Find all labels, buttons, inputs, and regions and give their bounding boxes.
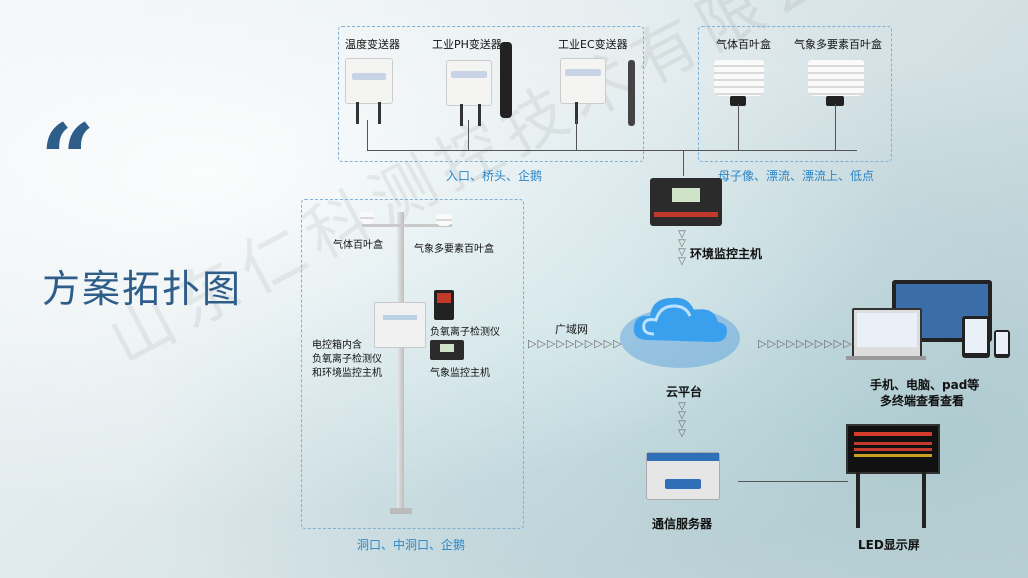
wan-arrows: ▷▷▷▷▷▷▷▷▷▷ — [528, 337, 623, 350]
drop-2 — [468, 120, 469, 150]
down-arrow-icon: ▽ — [678, 229, 686, 240]
led-screen-image — [846, 424, 940, 474]
laptop-base — [846, 356, 926, 360]
drop-4 — [738, 104, 739, 150]
down-arrow-icon: ▽ — [678, 256, 686, 267]
cloud-arrows: ▽ ▽ ▽ ▽ — [676, 401, 688, 439]
device-label-temp: 温度变送器 — [345, 38, 400, 51]
ec-cable — [575, 102, 578, 124]
weather-host-image — [430, 340, 464, 360]
drop-5 — [835, 104, 836, 150]
ph-transmitter-image — [446, 60, 492, 106]
down-arrow-icon: ▽ — [678, 428, 686, 439]
down-arrow-icon: ▽ — [678, 247, 686, 258]
weather-host-label: 气象监控主机 — [430, 368, 490, 379]
ec-probe-image — [628, 60, 635, 126]
neg-ion-label: 负氧离子检测仪 — [430, 327, 500, 338]
laptop-image — [852, 308, 922, 358]
server-led-line — [738, 481, 848, 482]
tablet-image — [962, 316, 990, 358]
weather-shield-image — [808, 60, 864, 96]
station-gas-shield-label: 气体百叶盒 — [333, 240, 383, 251]
cloud-label: 云平台 — [666, 385, 703, 399]
gas-shield-base — [730, 96, 746, 106]
drop-1 — [367, 120, 368, 150]
terminals-arrows: ▷▷▷▷▷▷▷▷▷▷▷ — [758, 337, 863, 350]
top-right-caption: 母子像、漂流、漂流上、低点 — [718, 169, 875, 183]
pole-base — [390, 508, 412, 514]
down-arrow-icon: ▽ — [678, 401, 686, 412]
pole-arm — [362, 224, 452, 227]
down-arrow-icon: ▽ — [678, 419, 686, 430]
comm-server-image — [646, 452, 720, 500]
top-right-group — [698, 26, 892, 162]
ec-transmitter-image — [560, 58, 606, 104]
comm-server-label: 通信服务器 — [652, 517, 713, 531]
ph-cable — [460, 104, 463, 126]
device-label-gas-shield: 气体百叶盒 — [716, 38, 771, 51]
cloud-platform-icon — [618, 276, 742, 372]
cabinet-label: 电控箱内含 负氧离子检测仪 和环境监控主机 — [312, 340, 382, 379]
quote-mark-icon: “ — [40, 103, 96, 216]
wan-label: 广域网 — [555, 323, 588, 336]
left-station-group — [301, 199, 524, 529]
phone-image — [994, 330, 1010, 358]
device-label-ph: 工业PH变送器 — [432, 38, 502, 51]
weather-shield-small-image — [436, 214, 452, 226]
page-title: 方案拓扑图 — [42, 267, 243, 311]
ph-probe-image — [500, 42, 512, 118]
weather-shield-base — [826, 96, 844, 106]
temp-transmitter-probe — [356, 102, 359, 124]
ph-cable2 — [478, 104, 481, 126]
top-left-group — [338, 26, 644, 162]
host-feed-line — [683, 150, 684, 176]
led-leg-left — [856, 472, 860, 528]
env-host-image — [650, 178, 722, 226]
drop-3 — [576, 120, 577, 150]
gas-shield-image — [714, 60, 764, 96]
down-arrow-icon: ▽ — [678, 238, 686, 249]
left-station-caption: 洞口、中洞口、企鹅 — [357, 538, 466, 552]
control-cabinet-image — [374, 302, 426, 348]
temp-transmitter-image — [345, 58, 393, 104]
env-host-arrows: ▽ ▽ ▽ ▽ — [676, 229, 688, 267]
env-host-label: 环境监控主机 — [690, 247, 763, 261]
terminals-label-2: 多终端查看查看 — [880, 394, 965, 408]
pole — [397, 212, 404, 512]
top-bus-line — [367, 150, 857, 151]
gas-shield-small-image — [360, 212, 374, 224]
led-leg-right — [922, 472, 926, 528]
station-weather-shield-label: 气象多要素百叶盒 — [414, 244, 494, 255]
top-left-caption: 入口、桥头、企鹅 — [446, 169, 543, 183]
terminals-label-1: 手机、电脑、pad等 — [870, 378, 980, 392]
temp-transmitter-probe2 — [378, 102, 381, 124]
led-label: LED显示屏 — [858, 538, 920, 552]
down-arrow-icon: ▽ — [678, 410, 686, 421]
device-label-ec: 工业EC变送器 — [558, 38, 628, 51]
device-label-weather-shield: 气象多要素百叶盒 — [794, 38, 882, 51]
neg-ion-device-image — [434, 290, 454, 320]
